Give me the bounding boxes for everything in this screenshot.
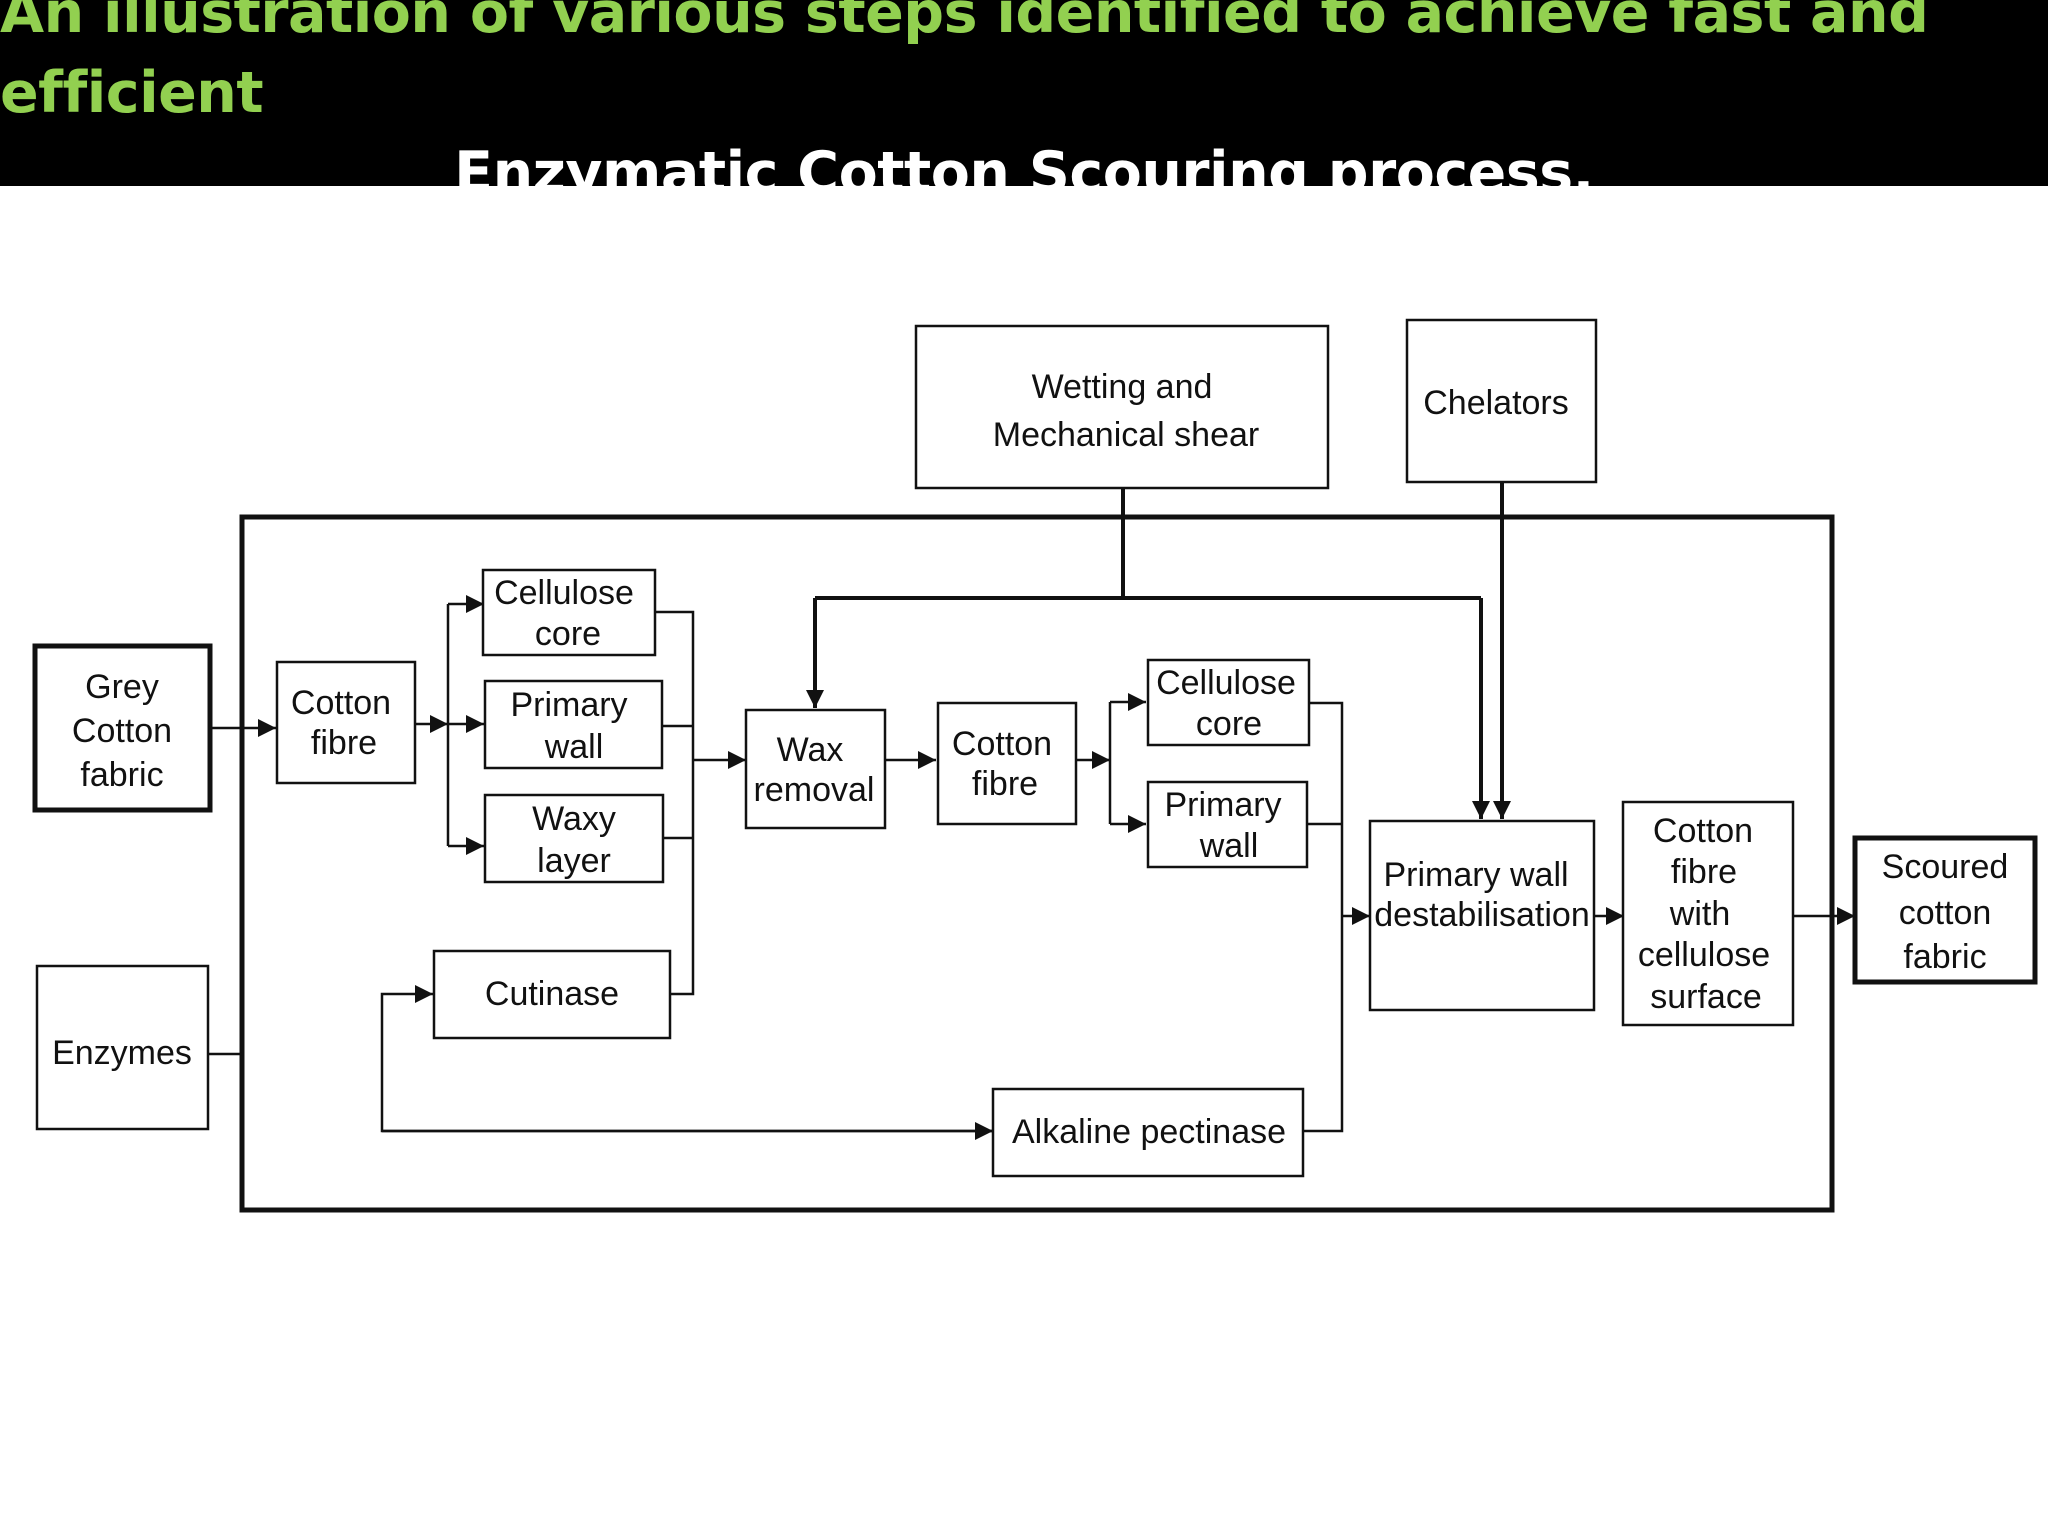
process-frame [239, 514, 1835, 1213]
node-primary-wall-2-label-1: Primary [1164, 786, 1281, 824]
node-waxy-layer-label-2: layer [537, 842, 611, 880]
node-chelators-box [1405, 318, 1598, 484]
node-cellulose-core-2-label-1: Cellulose [1156, 664, 1296, 702]
node-cutinase: Cutinase [432, 949, 672, 1040]
node-alkaline-pectinase-label-1: Alkaline pectinase [1012, 1113, 1286, 1151]
node-cotton-fibre-cellulose-surface-label-4: cellulose [1638, 936, 1770, 974]
node-cellulose-core-2-label-2: core [1196, 705, 1262, 743]
node-cellulose-core-2: Cellulose core [1146, 658, 1311, 747]
node-grey-cotton-fabric: Grey Cotton fabric [32, 643, 213, 813]
connectors [209, 482, 1855, 1140]
title-banner: An illustration of various steps identif… [0, 0, 2048, 206]
node-scoured-cotton-fabric-label-1: Scoured [1882, 848, 2009, 886]
node-primary-wall-destabilisation: Primary wall destabilisation [1368, 819, 1596, 1012]
node-cotton-fibre-1: Cotton fibre [275, 660, 417, 785]
node-cotton-fibre-1-box [275, 660, 417, 785]
node-enzymes-label-1: Enzymes [52, 1034, 192, 1072]
node-primary-wall-2-label-2: wall [1199, 827, 1259, 865]
node-cotton-fibre-2-box [936, 701, 1078, 826]
node-wetting-mechanical-shear-label-2: Mechanical shear [993, 416, 1259, 454]
title-line-2: Enzymatic Cotton Scouring process. [454, 140, 1594, 206]
node-cotton-fibre-cellulose-surface-label-2: fibre [1671, 853, 1737, 891]
node-enzymes: Enzymes [35, 964, 210, 1131]
node-cotton-fibre-2-label-2: fibre [972, 765, 1038, 803]
node-waxy-layer: Waxy layer [483, 793, 665, 884]
title-line-1: An illustration of various steps identif… [0, 0, 1929, 126]
node-cutinase-label-1: Cutinase [485, 975, 619, 1013]
node-enzymes-box [35, 964, 210, 1131]
node-wax-removal: Wax removal [744, 708, 887, 830]
node-primary-wall-2: Primary wall [1146, 780, 1309, 869]
node-alkaline-pectinase-box [991, 1087, 1305, 1178]
merge-bracket-1 [655, 610, 695, 996]
node-cellulose-core-1: Cellulose core [481, 568, 657, 657]
node-cutinase-box [432, 949, 672, 1040]
node-primary-wall-destabilisation-label-1: Primary wall [1383, 856, 1568, 894]
node-wax-removal-label-2: removal [754, 771, 875, 809]
node-grey-cotton-fabric-label-1: Grey [85, 668, 159, 706]
node-scoured-cotton-fabric-label-3: fabric [1903, 938, 1986, 976]
node-cotton-fibre-2-label-1: Cotton [952, 725, 1052, 763]
node-waxy-layer-label-1: Waxy [532, 800, 616, 838]
node-chelators: Chelators [1405, 318, 1598, 484]
node-wetting-mechanical-shear-box [914, 324, 1330, 490]
node-primary-wall-2-box [1146, 780, 1309, 869]
node-primary-wall-1: Primary wall [483, 679, 664, 770]
node-alkaline-pectinase: Alkaline pectinase [991, 1087, 1305, 1178]
node-cotton-fibre-1-label-2: fibre [311, 724, 377, 762]
node-cotton-fibre-cellulose-surface-label-5: surface [1650, 978, 1762, 1016]
node-chelators-label-1: Chelators [1423, 384, 1569, 422]
node-cotton-fibre-cellulose-surface-label-3: with [1669, 895, 1730, 933]
node-cellulose-core-1-label-2: core [535, 615, 601, 653]
node-grey-cotton-fabric-box [32, 643, 213, 813]
node-cotton-fibre-2: Cotton fibre [936, 701, 1078, 826]
node-cotton-fibre-cellulose-surface-box [1621, 800, 1795, 1027]
node-cotton-fibre-1-label-1: Cotton [291, 684, 391, 722]
node-cellulose-core-1-label-1: Cellulose [494, 574, 634, 612]
node-cotton-fibre-cellulose-surface-label-1: Cotton [1653, 812, 1753, 850]
node-grey-cotton-fabric-label-2: Cotton [72, 712, 172, 750]
node-cellulose-core-1-box [481, 568, 657, 657]
node-wax-removal-label-1: Wax [777, 731, 844, 769]
node-primary-wall-destabilisation-label-2: destabilisation [1374, 896, 1589, 934]
node-primary-wall-destabilisation-box [1368, 819, 1596, 1012]
node-wax-removal-box [744, 708, 887, 830]
node-cotton-fibre-cellulose-surface: Cotton fibre with cellulose surface [1621, 800, 1795, 1027]
node-cellulose-core-2-box [1146, 658, 1311, 747]
node-primary-wall-1-label-1: Primary [510, 686, 627, 724]
node-primary-wall-1-label-2: wall [544, 728, 604, 766]
node-primary-wall-1-box [483, 679, 664, 770]
merge-bracket-2 [1302, 701, 1344, 1133]
node-scoured-cotton-fabric-box [1852, 835, 2038, 985]
node-wetting-mechanical-shear-label-1: Wetting and [1032, 368, 1213, 406]
node-wetting-mechanical-shear: Wetting and Mechanical shear [914, 324, 1330, 490]
node-scoured-cotton-fabric: Scoured cotton fabric [1852, 835, 2038, 985]
node-grey-cotton-fabric-label-3: fabric [80, 756, 163, 794]
node-waxy-layer-box [483, 793, 665, 884]
node-scoured-cotton-fabric-label-2: cotton [1899, 894, 1992, 932]
